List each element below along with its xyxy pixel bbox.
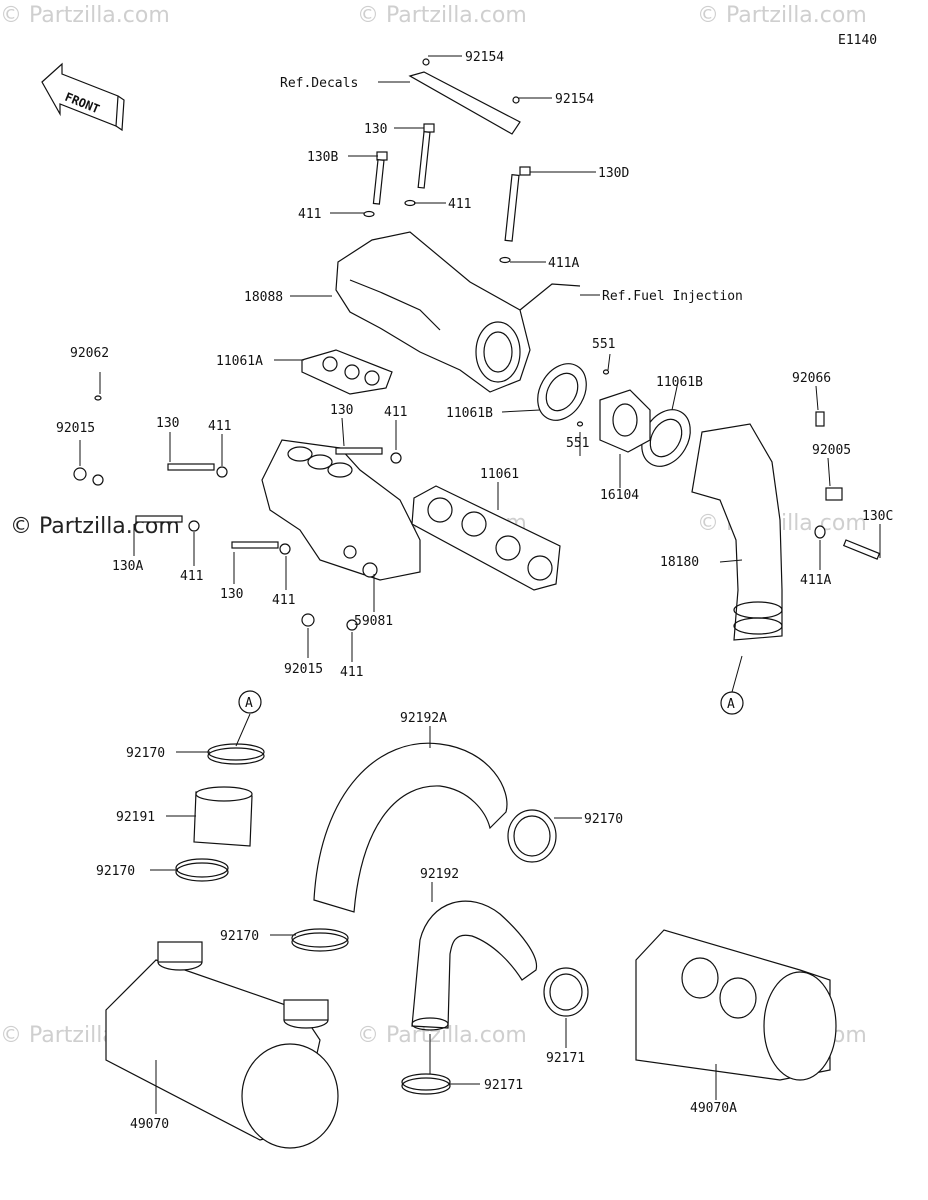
part-label: 92005 <box>812 443 851 458</box>
callout-a-label: A <box>727 697 735 712</box>
part-label: 11061B <box>656 375 703 390</box>
front-arrow-icon: FRONT <box>41 62 125 132</box>
part-label: 92170 <box>584 812 623 827</box>
part-label: 411A <box>800 573 831 588</box>
part-label: 411 <box>384 405 407 420</box>
decal-strip <box>408 58 521 135</box>
clamps-left <box>175 743 349 952</box>
part-label: 49070 <box>130 1117 169 1132</box>
hose-92192a <box>313 742 508 913</box>
part-label: 49070A <box>690 1101 737 1116</box>
part-label: 130 <box>330 403 353 418</box>
part-label: 92170 <box>220 929 259 944</box>
muffler-49070a <box>635 929 837 1081</box>
part-label: 92015 <box>284 662 323 677</box>
watermark: © Partzilla.com <box>697 511 867 536</box>
part-label: 130C <box>862 509 893 524</box>
part-label: 551 <box>592 337 615 352</box>
watermark: © Partzilla.com <box>697 3 867 28</box>
clamps-right <box>401 809 589 1095</box>
bolts-top <box>363 123 531 264</box>
part-label: 92066 <box>792 371 831 386</box>
gasket-11061a <box>301 349 393 395</box>
part-label: 16104 <box>600 488 639 503</box>
fittings <box>73 369 881 631</box>
part-label: 411 <box>340 665 363 680</box>
gasket-11061 <box>411 485 561 591</box>
ref-decals-label: Ref.Decals <box>280 76 358 91</box>
part-labels: 92154 92154 Ref.Decals 130 130B 130D 411… <box>56 50 893 1132</box>
exhaust-elbow-18180 <box>691 423 783 641</box>
part-label: 18088 <box>244 290 283 305</box>
part-label: 92191 <box>116 810 155 825</box>
part-label: 130D <box>598 166 629 181</box>
watermark: © Partzilla.com <box>357 3 527 28</box>
part-label: 130 <box>364 122 387 137</box>
part-label: 92171 <box>484 1078 523 1093</box>
part-label: 92062 <box>70 346 109 361</box>
part-label: 59081 <box>354 614 393 629</box>
hose-92192 <box>411 900 538 1031</box>
part-label: 92170 <box>126 746 165 761</box>
part-label: 92171 <box>546 1051 585 1066</box>
part-label: 130 <box>220 587 243 602</box>
callout-a-label: A <box>245 696 253 711</box>
part-label: 92154 <box>555 92 594 107</box>
callout-a-top: A <box>238 690 262 714</box>
leader-lines <box>79 55 881 1114</box>
part-label: 11061B <box>446 406 493 421</box>
part-label: 130A <box>112 559 143 574</box>
part-label: 411 <box>272 593 295 608</box>
part-label: 411 <box>208 419 231 434</box>
part-label: 92154 <box>465 50 504 65</box>
part-label: 130B <box>307 150 338 165</box>
part-label: 18180 <box>660 555 699 570</box>
callout-a-right: A <box>720 691 744 715</box>
part-label: 92170 <box>96 864 135 879</box>
muffler-49070 <box>105 941 339 1149</box>
part-label: 92015 <box>56 421 95 436</box>
diagram-code: E1140 <box>838 33 877 48</box>
part-label: 130 <box>156 416 179 431</box>
part-label: 551 <box>566 436 589 451</box>
exhaust-manifold-upper <box>335 231 581 393</box>
part-label: 11061 <box>480 467 519 482</box>
part-label: 92192A <box>400 711 447 726</box>
part-label: 411 <box>298 207 321 222</box>
part-label: 411 <box>180 569 203 584</box>
watermark: © Partzilla.com <box>0 3 170 28</box>
part-label: 411 <box>448 197 471 212</box>
part-label: 411A <box>548 256 579 271</box>
ref-fuel-injection-label: Ref.Fuel Injection <box>602 289 743 304</box>
gaskets-11061b <box>537 363 691 467</box>
part-label: 11061A <box>216 354 263 369</box>
flange-16104 <box>599 389 651 453</box>
part-label: 92192 <box>420 867 459 882</box>
